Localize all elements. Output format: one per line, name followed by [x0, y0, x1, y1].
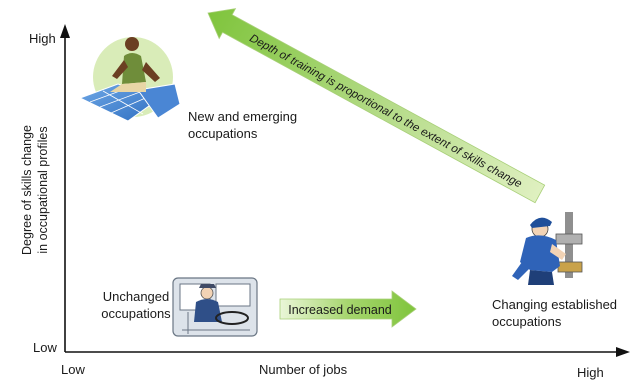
unchanged-label: Unchanged occupations [101, 289, 171, 321]
y-axis-high-label: High [29, 31, 56, 46]
y-axis-low-label: Low [33, 340, 57, 355]
increased-demand-arrow: Increased demand [279, 290, 417, 328]
diagonal-arrow: Depth of training is proportional to the… [207, 8, 546, 204]
y-axis-title: Degree of skills change in occupational … [19, 70, 51, 310]
x-axis-high-label: High [577, 365, 604, 380]
x-axis-title: Number of jobs [259, 362, 348, 377]
x-axis [65, 347, 630, 357]
y-axis-title-line2: in occupational profiles [36, 126, 50, 254]
driver-icon [172, 277, 258, 337]
x-axis-low-label: Low [61, 362, 85, 377]
y-axis-title-line1: Degree of skills change [20, 125, 34, 255]
changing-established-label: Changing established occupations [492, 297, 618, 329]
solar-panel-worker-icon [78, 37, 181, 122]
mechanic-icon [512, 212, 583, 285]
new-emerging-label: New and emerging occupations [188, 109, 298, 141]
increased-demand-text: Increased demand [288, 303, 392, 317]
y-axis [60, 24, 70, 352]
